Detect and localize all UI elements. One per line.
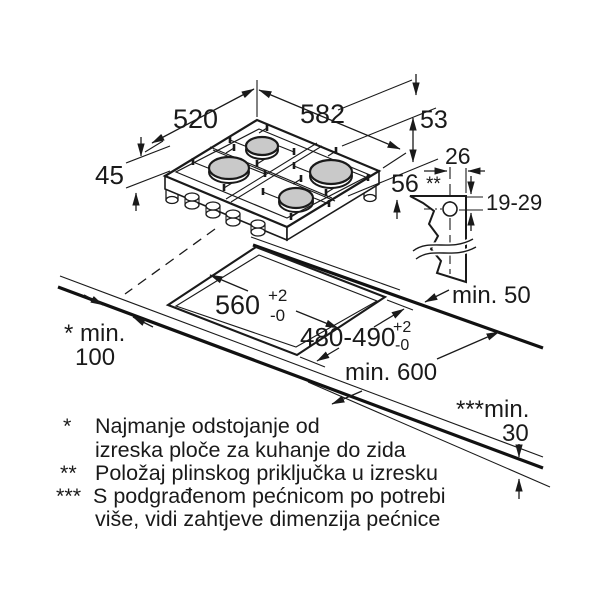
- footnote-2-line1: Položaj plinskog priključka u izresku: [95, 461, 438, 485]
- footnote-1-line2: izreska ploče za kuhanje do zida: [95, 438, 406, 462]
- dim-min100-label: * min.: [64, 320, 125, 347]
- dim-cutout-width: 560 +2 -0: [209, 274, 339, 329]
- hob-knob: [250, 219, 266, 237]
- dim-cutout-depth-tol-minus: -0: [395, 337, 409, 354]
- footnote-2-marker: **: [60, 461, 77, 485]
- dim-53: 53: [337, 74, 448, 147]
- hob-burner: [292, 147, 370, 196]
- dim-582-label: 582: [300, 99, 345, 129]
- dim-min50-label: min. 50: [452, 282, 531, 309]
- footnote-1-line1: Najmanje odstojanje od: [95, 414, 320, 438]
- footnote-3-line1: S podgrađenom pećnicom po potrebi: [93, 484, 446, 508]
- gas-connection-detail: 26 ** 19-29: [409, 143, 542, 284]
- dim-min100: * min. 100: [64, 294, 154, 371]
- dim-520-label: 520: [173, 104, 218, 134]
- dim-19-29: 19-29: [459, 176, 542, 231]
- footnote-3-marker: ***: [56, 484, 82, 508]
- dim-min30-label: ***min.: [456, 396, 529, 423]
- dim-582: 582: [258, 89, 407, 169]
- footnotes: * Najmanje odstojanje od izreska ploče z…: [56, 414, 446, 531]
- dim-min600-label: min. 600: [345, 359, 437, 386]
- hob-burner: [261, 175, 331, 220]
- dim-cutout-width-tol-plus: +2: [268, 286, 287, 305]
- dim-cutout-width-label: 560: [215, 290, 260, 320]
- dim-520: 520: [144, 80, 258, 153]
- dim-min100-value: 100: [75, 344, 115, 371]
- dim-26-label: 26: [445, 143, 471, 169]
- dim-56: 56: [347, 117, 439, 219]
- dim-cutout-depth: 480-490 +2 -0: [300, 308, 411, 362]
- hob-knob: [205, 201, 221, 219]
- dim-min30: ***min. 30: [456, 396, 529, 499]
- gas-position-marker: **: [426, 174, 441, 195]
- dim-cutout-width-tol-minus: -0: [270, 306, 285, 325]
- hob-knob: [225, 209, 241, 227]
- dim-45: 45: [95, 137, 171, 211]
- dim-45-label: 45: [95, 160, 124, 190]
- dim-53-label: 53: [420, 106, 448, 134]
- dim-cutout-depth-label: 480-490: [300, 322, 395, 352]
- footnote-3-line2: više, vidi zahtjeve dimenzija pećnice: [95, 507, 440, 531]
- dim-min50: min. 50: [424, 282, 531, 309]
- worktop-cutout: [165, 245, 414, 368]
- hob-isometric: [162, 118, 382, 242]
- projection-dashed-line: [124, 228, 216, 295]
- hob-burner: [191, 144, 267, 191]
- dim-26: 26 **: [424, 143, 485, 195]
- dim-56-label: 56: [391, 170, 419, 198]
- dim-cutout-depth-tol-plus: +2: [393, 319, 411, 336]
- hob-knob: [184, 192, 200, 210]
- dim-19-29-label: 19-29: [486, 190, 542, 215]
- dim-min30-value: 30: [502, 420, 529, 447]
- gas-inlet-point: [442, 201, 458, 217]
- footnote-1-marker: *: [63, 414, 72, 438]
- dim-min600: min. 600: [331, 331, 500, 405]
